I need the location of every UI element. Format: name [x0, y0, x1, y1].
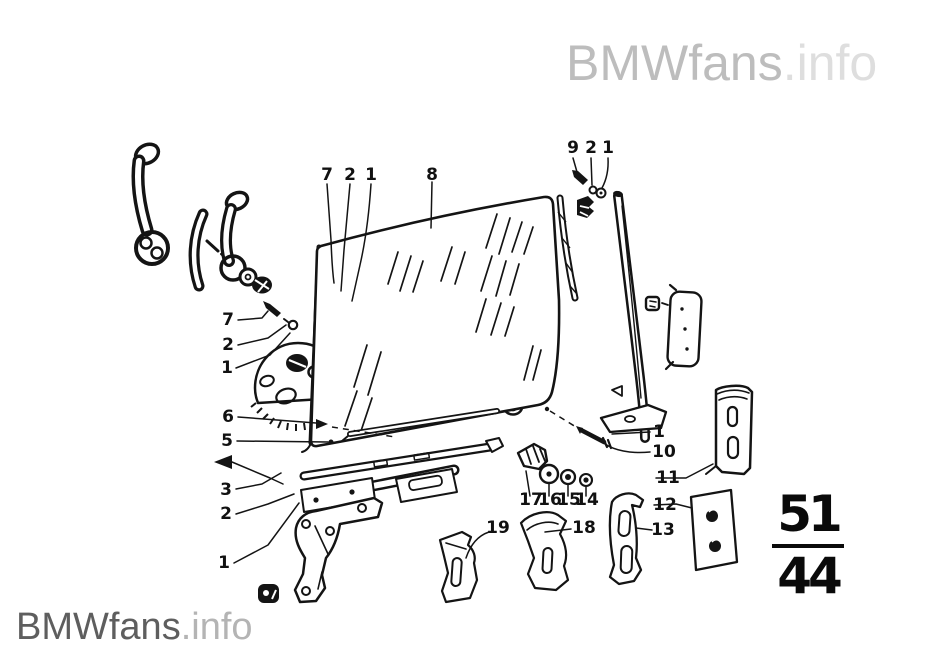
- stop-plug-17-icon: [516, 442, 549, 471]
- callout-12: 12: [653, 495, 677, 515]
- watermark-bottom-tld: .info: [180, 606, 253, 648]
- callout-13: 13: [651, 520, 675, 540]
- callout-11: 11: [656, 468, 680, 488]
- watermark-bottom-brand: BMWfans: [16, 606, 181, 648]
- guide-clip-icon: [644, 295, 669, 312]
- lift-channel-icon: [341, 408, 500, 442]
- door-window-glass-icon: [309, 195, 561, 448]
- bracket-11-icon: [705, 384, 754, 476]
- callout-18: 18: [572, 518, 596, 538]
- callout-3: 3: [220, 480, 232, 500]
- screw-10-icon: [549, 410, 613, 450]
- callout-2-left: 2: [222, 335, 234, 355]
- bracket-18-icon: [519, 511, 570, 592]
- washer-14-icon: [578, 472, 594, 488]
- section-code-numerator: 51: [772, 486, 844, 548]
- callout-1-left: 1: [221, 358, 233, 378]
- window-crank-handle-b-icon: [219, 190, 272, 294]
- callout-1-lower: 1: [218, 553, 230, 573]
- watermark-top: BMWfans.info: [566, 34, 877, 92]
- bracket-13-icon: [608, 492, 645, 586]
- callout-17: 17: [519, 490, 543, 510]
- callout-5: 5: [221, 431, 233, 451]
- callout-2-upper: 2: [344, 165, 356, 185]
- callout-8: 8: [426, 165, 438, 185]
- callout-7-left: 7: [222, 310, 234, 330]
- watermark-bottom: BMWfans.info: [16, 606, 253, 649]
- plate-12-icon: [689, 488, 739, 572]
- callout-7-upper: 7: [321, 165, 333, 185]
- callout-numbers: 7 2 1 8 9 2 1 7 2 1 6 5 3 2 1 1 10 11 12…: [218, 138, 680, 573]
- callout-16: 16: [538, 490, 562, 510]
- rear-guide-rail-icon: [599, 190, 668, 443]
- callout-19: 19: [486, 518, 510, 538]
- callout-2-lower: 2: [220, 504, 232, 524]
- regulator-screw-washers-icon: [263, 301, 299, 331]
- glass-channel-strip-icon: [556, 194, 594, 302]
- crank-escutcheon-icon: [188, 208, 226, 292]
- lower-lift-rail-icon: [300, 464, 460, 513]
- callout-1-tr: 1: [602, 138, 614, 158]
- watermark-top-tld: .info: [782, 35, 878, 91]
- watermark-top-brand: BMWfans: [566, 35, 783, 91]
- guide-pad-icon: [664, 283, 703, 371]
- bracket-19-icon: [438, 530, 479, 604]
- callout-1-upper: 1: [365, 165, 377, 185]
- window-crank-handle-icon: [131, 142, 170, 266]
- callout-9: 9: [567, 138, 579, 158]
- section-code-badge: 51 44: [772, 486, 844, 604]
- callout-6: 6: [222, 407, 234, 427]
- washer-15-icon: [559, 468, 577, 486]
- section-code-denominator: 44: [777, 547, 843, 605]
- callout-15: 15: [557, 490, 581, 510]
- grommet-icon: [258, 584, 279, 603]
- washer-16-icon: [538, 463, 560, 485]
- callout-10: 10: [652, 442, 676, 462]
- window-bottom-rail-icon: [299, 437, 504, 481]
- callout-1-right: 1: [653, 422, 665, 442]
- callout-2-tr: 2: [585, 138, 597, 158]
- leader-lines: [214, 157, 714, 564]
- regulator-mounting-bracket-icon: [293, 496, 384, 604]
- channel-screw-washers-icon: [572, 170, 607, 199]
- callout-14: 14: [575, 490, 599, 510]
